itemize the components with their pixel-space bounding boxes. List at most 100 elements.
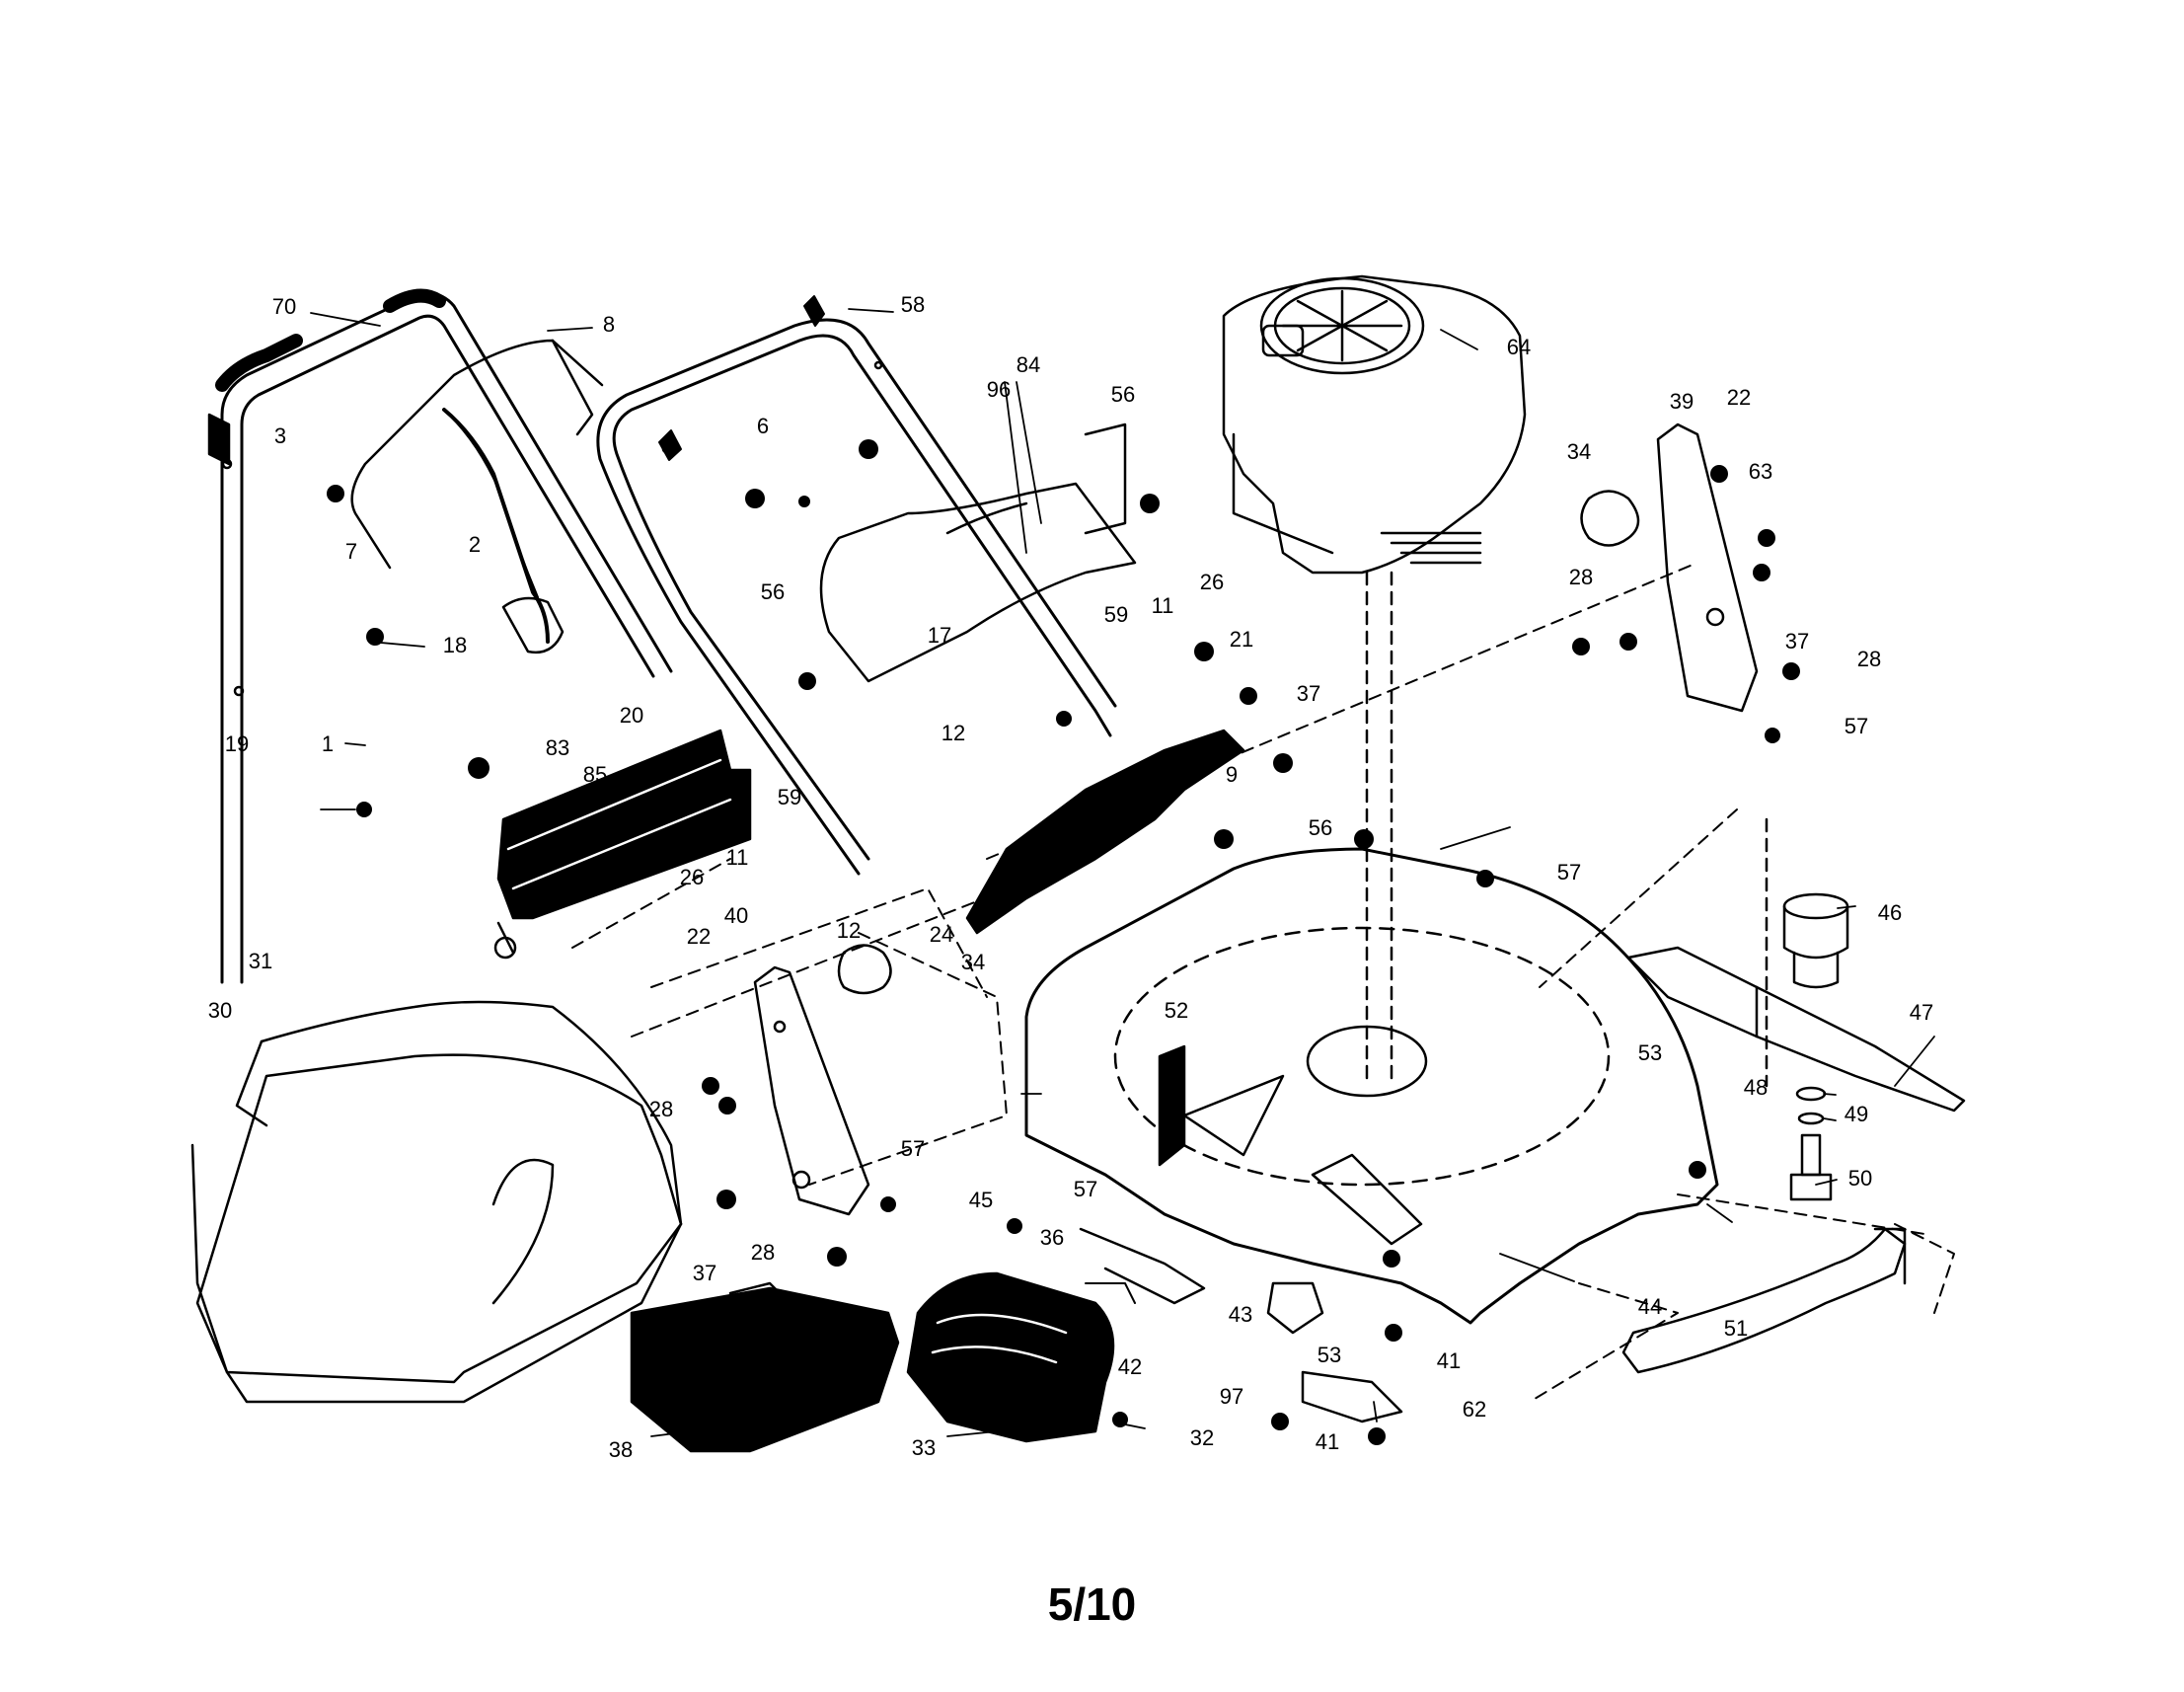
rear-skirt	[1621, 1227, 1907, 1374]
part-label: 41	[1316, 1429, 1339, 1454]
part-label: 70	[272, 294, 296, 319]
part-label: 38	[609, 1437, 633, 1462]
part-label: 39	[1670, 389, 1694, 414]
adjuster-knob-lower	[837, 944, 892, 995]
part-label: 49	[1845, 1102, 1868, 1126]
part-label: 22	[687, 924, 711, 949]
adjuster-knob-upper	[1580, 490, 1640, 547]
part-label: 64	[1507, 335, 1531, 359]
part-label: 56	[1111, 382, 1135, 407]
part-label: 12	[941, 721, 965, 745]
drawing-layer	[190, 274, 1966, 1453]
washer-48	[1795, 1086, 1827, 1102]
part-label: 20	[620, 703, 643, 728]
part-label: 24	[930, 922, 953, 947]
part-label: 63	[1749, 459, 1772, 484]
part-label: 28	[1857, 647, 1881, 671]
rear-baffle	[493, 729, 752, 960]
blade	[1626, 946, 1966, 1113]
upper-handle	[207, 288, 673, 984]
part-label: 8	[603, 312, 615, 337]
leader-lines	[310, 308, 1935, 1437]
control-cable	[442, 408, 565, 654]
part-label: 7	[345, 539, 357, 564]
part-label: 30	[208, 998, 232, 1023]
part-label: 40	[724, 903, 748, 928]
part-label: 56	[761, 579, 785, 604]
part-label: 42	[1118, 1354, 1142, 1379]
mounting-bracket	[1266, 1281, 1324, 1335]
part-label: 83	[546, 735, 569, 760]
part-label: 48	[1744, 1075, 1768, 1100]
part-label: 26	[1200, 570, 1224, 594]
part-label: 46	[1878, 900, 1902, 925]
part-label: 32	[1190, 1425, 1214, 1450]
engine-mount-lines	[1365, 571, 1769, 1088]
part-label: 58	[901, 292, 925, 317]
part-label: 28	[751, 1240, 775, 1265]
page-number: 5/10	[1047, 1578, 1137, 1630]
part-label: 18	[443, 633, 467, 657]
part-label: 57	[1557, 860, 1581, 884]
part-label: 59	[778, 785, 801, 809]
part-label: 11	[1152, 593, 1174, 618]
part-label: 11	[726, 845, 749, 870]
part-label: 56	[1309, 815, 1332, 840]
part-label: 47	[1910, 1000, 1933, 1025]
part-label: 31	[249, 949, 272, 973]
part-label: 9	[1226, 762, 1238, 787]
mulch-chute	[630, 1281, 900, 1453]
part-label: 85	[583, 762, 607, 787]
rear-shield	[819, 423, 1137, 683]
baffle-plate	[1301, 1370, 1403, 1423]
part-label: 37	[1785, 629, 1809, 654]
part-label: 41	[1437, 1348, 1461, 1373]
part-label: 45	[969, 1188, 993, 1212]
part-label: 43	[1229, 1302, 1252, 1327]
part-label: 1	[322, 731, 334, 756]
rear-deflector	[965, 729, 1245, 935]
part-label: 57	[1074, 1177, 1097, 1201]
part-label: 19	[225, 731, 249, 756]
part-label: 34	[961, 950, 985, 974]
part-label: 34	[1567, 439, 1591, 464]
part-label: 33	[912, 1435, 936, 1460]
part-label: 36	[1040, 1225, 1064, 1250]
engine	[1222, 274, 1527, 575]
part-label: 96	[987, 377, 1011, 402]
part-label: 53	[1638, 1040, 1662, 1065]
handle-knob-6b	[658, 429, 682, 461]
part-label: 84	[1017, 352, 1040, 377]
part-label: 22	[1727, 385, 1751, 410]
part-label: 57	[1845, 714, 1868, 738]
part-label: 26	[680, 865, 704, 889]
part-label: 97	[1220, 1384, 1243, 1409]
grass-bag	[190, 1000, 683, 1404]
part-label: 50	[1848, 1166, 1872, 1191]
part-label: 28	[1569, 565, 1593, 589]
part-label: 3	[274, 423, 286, 448]
discharge-door	[906, 1271, 1115, 1443]
part-label: 6	[757, 414, 769, 438]
mower-deck	[1024, 847, 1719, 1325]
handle-knob-6a	[803, 295, 825, 327]
height-adjuster-right	[1656, 423, 1759, 713]
part-label: 28	[649, 1097, 673, 1121]
part-label: 59	[1104, 602, 1128, 627]
part-label: 51	[1724, 1316, 1748, 1341]
washer-49	[1797, 1112, 1825, 1125]
hardware	[327, 439, 1800, 1445]
part-label: 37	[693, 1261, 716, 1285]
blade-bolt	[1789, 1133, 1833, 1201]
part-label: 53	[1318, 1343, 1341, 1367]
part-label: 21	[1230, 627, 1253, 652]
part-labels: 70 8 58 84 96 6 64 3 7 2 56 56 17 34 39 …	[208, 292, 1933, 1462]
part-label: 17	[928, 623, 951, 648]
control-bail	[350, 339, 604, 570]
part-label: 57	[901, 1136, 925, 1161]
part-label: 44	[1638, 1294, 1662, 1319]
part-label: 62	[1463, 1397, 1486, 1422]
part-label: 52	[1165, 998, 1188, 1023]
